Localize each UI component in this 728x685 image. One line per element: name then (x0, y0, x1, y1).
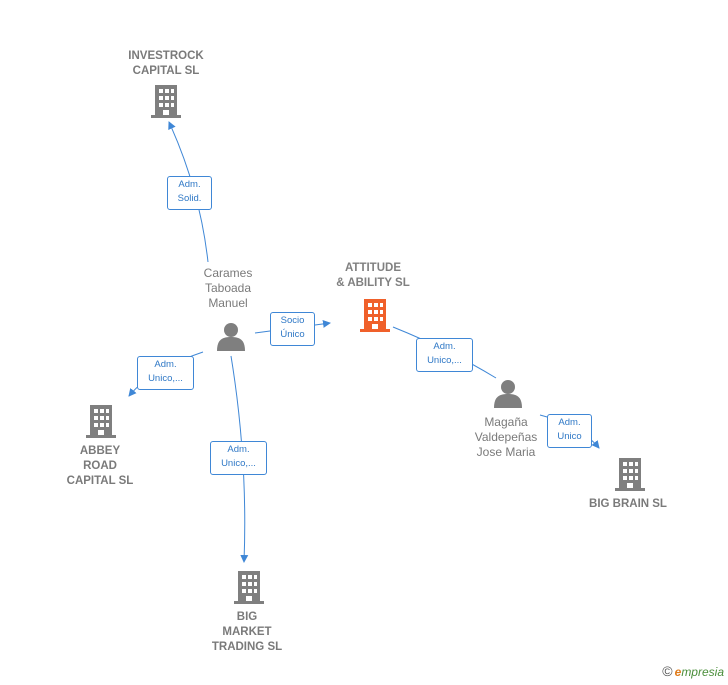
copyright-icon: © (662, 663, 673, 679)
edge-label-adm-solid[interactable]: Adm. Solid. (167, 176, 212, 210)
node-label-carames[interactable]: Carames Taboada Manuel (203, 266, 253, 310)
edge-label-adm-unico-magana[interactable]: Adm. Unico,... (416, 338, 473, 372)
person-icon[interactable] (217, 323, 245, 351)
node-label-magana[interactable]: Magaña Valdepeñas Jose Maria (474, 415, 538, 459)
edge-label-adm-unico-abbey[interactable]: Adm. Unico,... (137, 356, 194, 390)
brand-logo: ©empresia (662, 663, 724, 679)
node-label-investrock[interactable]: INVESTROCK CAPITAL SL (128, 50, 204, 77)
building-icon[interactable] (151, 85, 181, 118)
edge-label-adm-unico-bigmarket[interactable]: Adm. Unico,... (210, 441, 267, 475)
node-label-abbey[interactable]: ABBEY ROAD CAPITAL SL (66, 445, 134, 487)
brand-initial: e (674, 665, 682, 679)
node-label-bigbrain[interactable]: BIG BRAIN SL (589, 498, 667, 510)
edge-label-socio-unico[interactable]: Socio Único (270, 312, 315, 346)
building-icon[interactable] (360, 299, 390, 332)
building-icon[interactable] (86, 405, 116, 438)
building-icon[interactable] (615, 458, 645, 491)
edge-label-adm-unico-bigbrain[interactable]: Adm. Unico (547, 414, 592, 448)
brand-name: mpresia (681, 665, 724, 679)
person-icon[interactable] (494, 380, 522, 408)
node-label-attitude[interactable]: ATTITUDE & ABILITY SL (336, 262, 410, 289)
building-icon[interactable] (234, 571, 264, 604)
node-label-bigmarket[interactable]: BIG MARKET TRADING SL (211, 611, 283, 653)
